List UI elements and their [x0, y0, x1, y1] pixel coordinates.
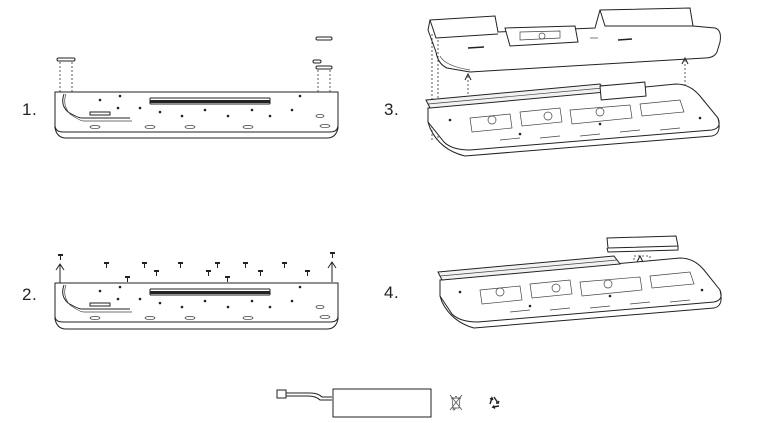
- recycle-icon: [489, 396, 500, 410]
- rubber-foot: [56, 57, 76, 62]
- up-arrow: [327, 261, 337, 282]
- rubber-foot: [312, 59, 322, 64]
- step-1-keyboard-base: [54, 36, 339, 139]
- step-4-number: 4.: [384, 283, 400, 302]
- step-2-number: 2.: [22, 285, 38, 304]
- battery-disposal-section: [276, 388, 500, 418]
- rubber-foot: [315, 36, 333, 41]
- rubber-foot: [315, 65, 333, 70]
- battery-connector: [276, 389, 287, 399]
- screw-set: [58, 252, 335, 282]
- step-4-remove-battery: [437, 235, 722, 329]
- step-1-number: 1.: [22, 100, 38, 119]
- step-3-number: 3.: [384, 100, 400, 119]
- battery: [332, 388, 432, 418]
- step-3-open-cover: [425, 7, 721, 157]
- step-2-keyboard-base: [54, 252, 339, 330]
- keyboard-base-open: [427, 83, 720, 151]
- battery-cable: [286, 392, 332, 398]
- crossed-out-bin-icon: [449, 394, 463, 411]
- battery-pack: [606, 235, 679, 249]
